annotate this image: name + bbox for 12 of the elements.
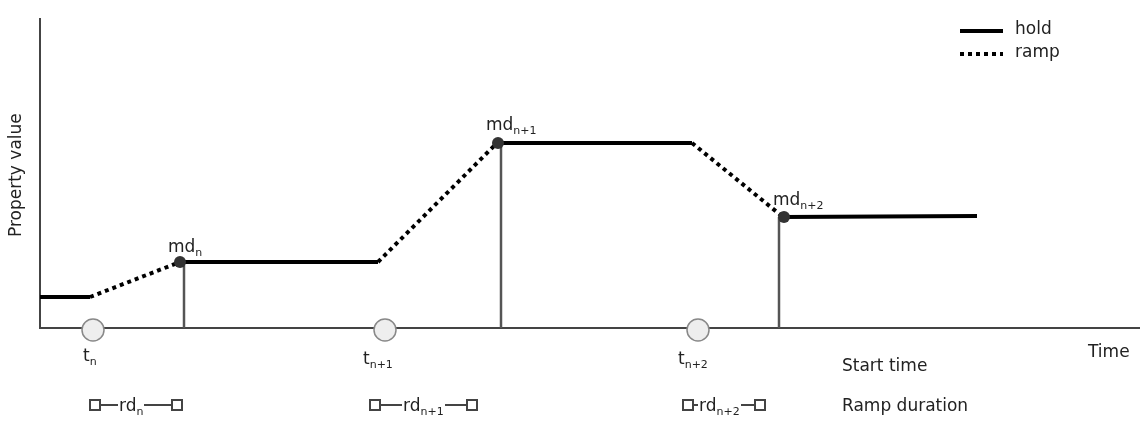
point-label: md$_{n+1}$ (486, 115, 537, 138)
time-label: t$_{n+1}$ (363, 349, 393, 372)
row-label: Ramp duration (842, 396, 969, 415)
time-label: t$_{n}$ (83, 346, 97, 369)
point-label: md$_{n}$ (168, 237, 203, 260)
axis-title: Property value (6, 112, 25, 239)
row-label: Start time (842, 356, 928, 375)
point-label: md$_{n+2}$ (773, 190, 824, 213)
legend-label: ramp (1015, 42, 1060, 61)
time-label: t$_{n+2}$ (678, 349, 708, 372)
legend-label: hold (1015, 19, 1052, 38)
axis-title: Time (1088, 342, 1130, 361)
